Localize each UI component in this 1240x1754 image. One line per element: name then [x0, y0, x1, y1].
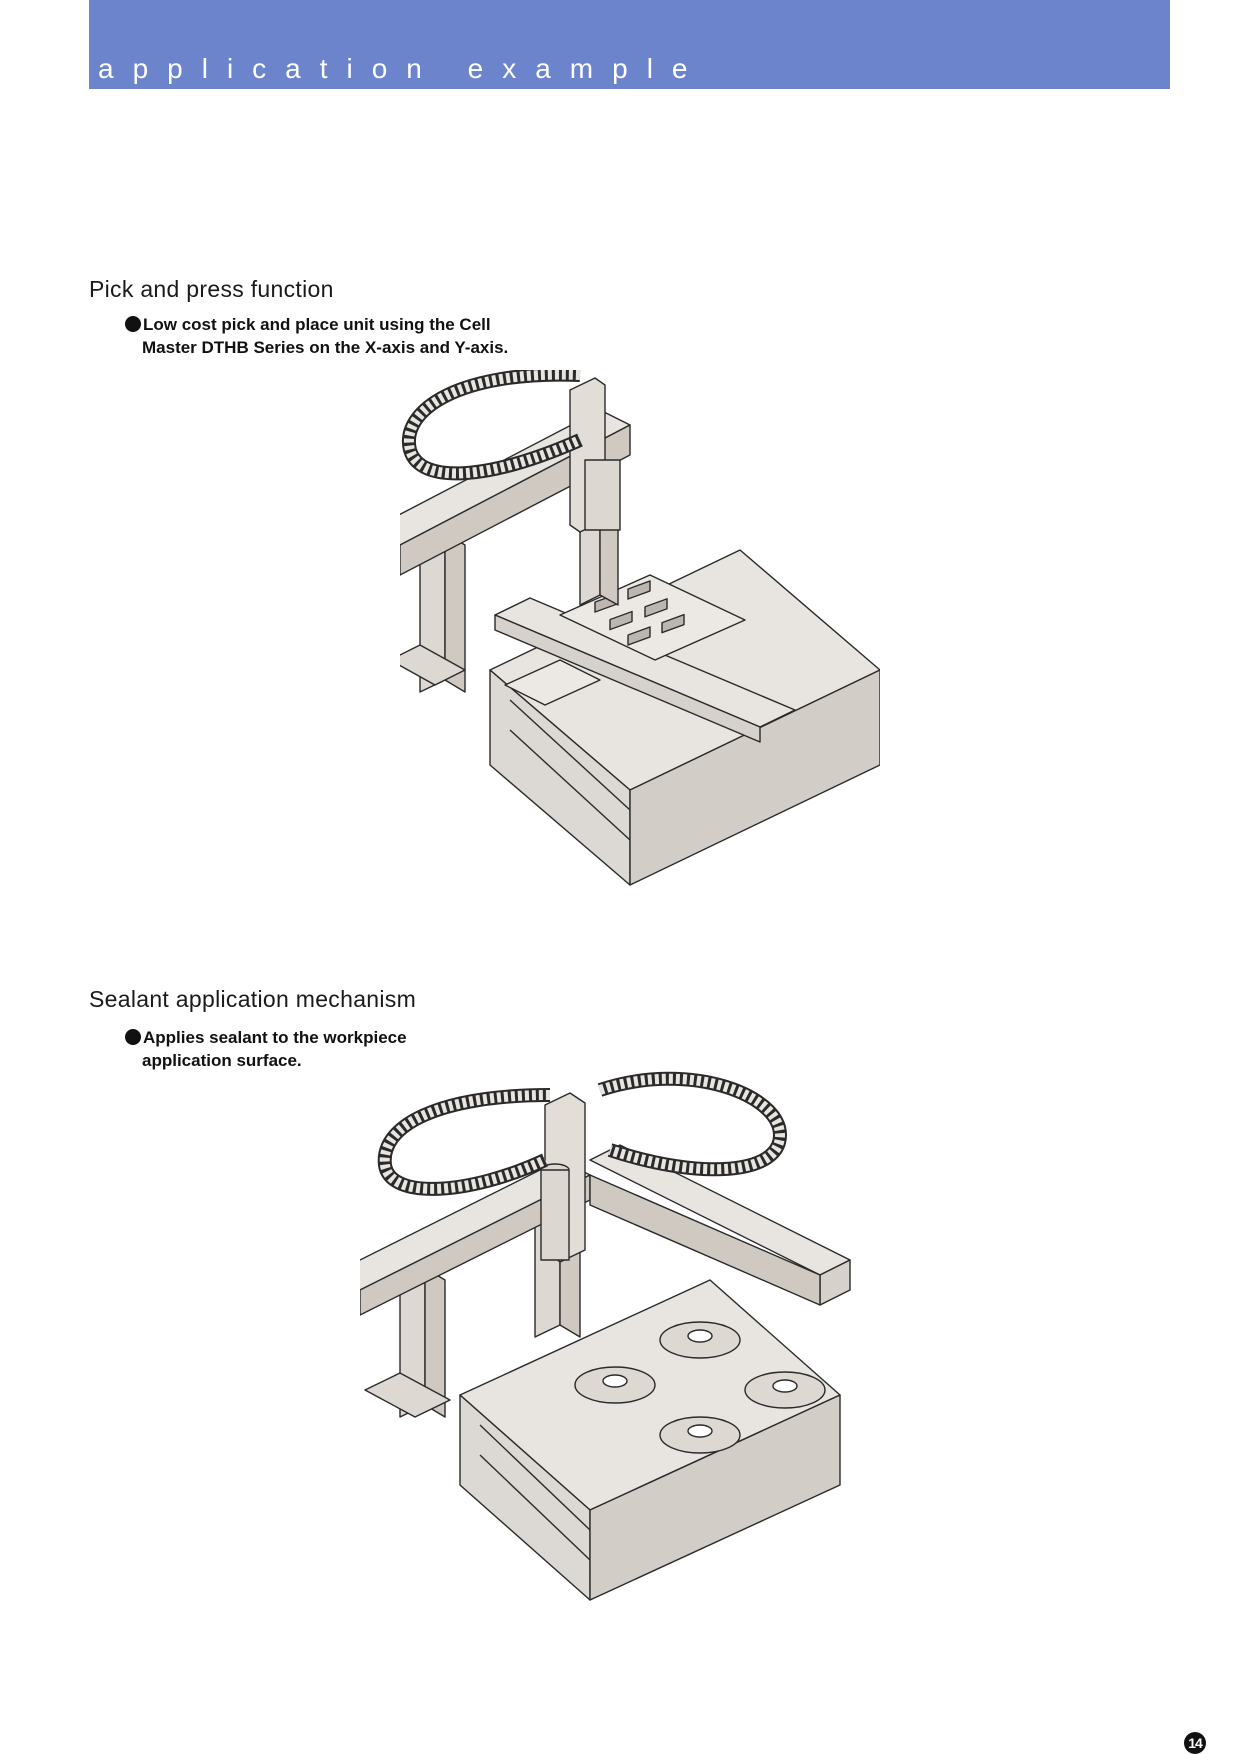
bullet-line-2: application surface. [142, 1051, 302, 1070]
header-band: application example [89, 0, 1170, 89]
bullet-dot-icon [125, 316, 141, 332]
bullet-line-2: Master DTHB Series on the X-axis and Y-a… [142, 338, 509, 357]
page-number: 14 [1184, 1732, 1206, 1754]
xyz-gantry-sealant-illustration [360, 1071, 851, 1601]
section-heading-pick-and-press: Pick and press function [89, 276, 334, 302]
bullet-pick-and-press: Low cost pick and place unit using the C… [125, 313, 585, 359]
page-title: application example [98, 53, 707, 84]
bullet-line-1: Low cost pick and place unit using the C… [143, 315, 491, 334]
bullet-line-1: Applies sealant to the workpiece [143, 1028, 407, 1047]
section-heading-sealant: Sealant application mechanism [89, 986, 417, 1012]
xy-gantry-pick-and-place-illustration [400, 370, 880, 886]
bullet-sealant: Applies sealant to the workpiece applica… [125, 1026, 585, 1072]
bullet-dot-icon [125, 1029, 141, 1045]
